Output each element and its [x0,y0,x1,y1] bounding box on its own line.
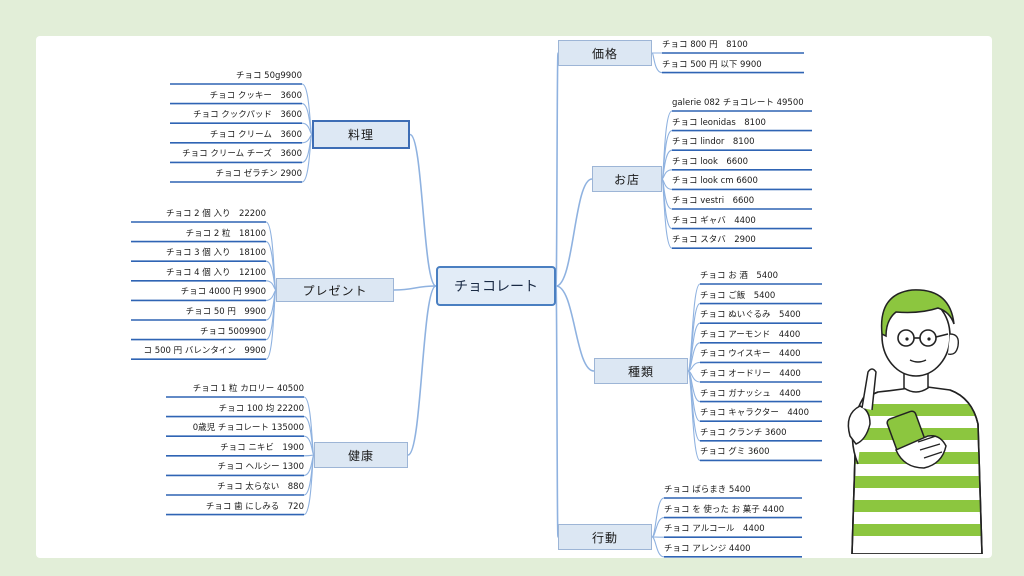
leaf-item[interactable]: チョコ 太らない 880 [217,482,304,492]
leaf-item[interactable]: チョコ クッキー 3600 [209,90,302,101]
connector-kenko [407,285,437,456]
branch-ryori[interactable]: 料理 [312,120,410,149]
leaf-item[interactable]: コ 500 円 バレンタイン 9900 [143,346,266,357]
leaf-item[interactable]: チョコ vestri 6600 [672,196,755,206]
branch-kodo[interactable]: 行動 [558,524,652,550]
mindmap-canvas: 料理 チョコ 50g9900 チョコ クッキー 3600 チョコ クックパッド 360… [36,36,992,558]
mindmap-connectors [131,52,822,558]
connector-omise [555,178,593,287]
leaf-item[interactable]: チョコ ご飯 5400 [700,290,776,301]
leaf-item[interactable]: チョコ ウイスキー 4400 [700,349,801,360]
leaf-item[interactable]: チョコ クリーム チーズ 3600 [182,149,302,160]
leaf-connector [301,133,313,183]
leaf-item[interactable]: チョコ 50 円 9900 [185,307,266,317]
branch-shurui[interactable]: 種類 [594,358,688,384]
leaf-item[interactable]: チョコ look cm 6600 [672,176,758,187]
leaf-item[interactable]: チョコ 50g9900 [235,71,302,81]
leaf-item[interactable]: galerie 082 チョコレート 49500 [672,98,804,108]
leaf-item[interactable]: チョコ 800 円 8100 [662,40,748,50]
leaf-item[interactable]: チョコ 5009900 [199,326,266,337]
leaf-item[interactable]: チョコ lindor 8100 [672,137,755,148]
leaf-item[interactable]: チョコ ギャバ 4400 [672,215,756,226]
leaf-item[interactable]: チョコ クックパッド 3600 [193,110,302,121]
connector-kakaku [555,52,559,287]
leaf-item[interactable]: チョコ 2 粒 18100 [185,228,266,239]
leaf-item[interactable]: チョコ 4000 円 9900 [180,287,266,298]
leaf-item[interactable]: チョコ 500 円 以下 9900 [662,59,762,70]
branch-kenko[interactable]: 健康 [314,442,408,468]
leaf-item[interactable]: チョコ オードリー 4400 [700,369,801,379]
leaf-item[interactable]: チョコ 4 個 入り 12100 [165,267,266,278]
leaf-item[interactable]: チョコ leonidas 8100 [672,117,766,128]
branch-omise[interactable]: お店 [592,166,662,192]
leaf-connector [303,454,315,516]
leaf-connector [303,435,315,456]
person-illustration [847,289,983,554]
leaf-item[interactable]: チョコ ばらまき 5400 [664,485,751,495]
leaf-item[interactable]: チョコ ガナッシュ 4400 [700,388,801,399]
connector-present [393,285,437,291]
leaf-connector [687,322,701,372]
leaf-item[interactable]: チョコ アーモンド 4400 [700,329,801,340]
leaf-item[interactable]: チョコ グミ 3600 [700,447,770,458]
connector-kodo [555,285,559,538]
leaf-item[interactable]: チョコ ヘルシー 1300 [217,462,304,473]
leaf-item[interactable]: チョコ アレンジ 4400 [664,543,751,554]
leaf-item[interactable]: チョコ を 使った お 菓子 4400 [664,504,785,515]
connector-ryori [409,133,437,287]
leaf-item[interactable]: チョコ 1 粒 カロリー 40500 [192,384,304,394]
leaf-item[interactable]: チョコ 歯 にしみる 720 [205,501,304,512]
leaf-item[interactable]: チョコ ぬいぐるみ 5400 [700,310,801,321]
leaf-connector [651,536,665,558]
central-topic[interactable]: チョコレート [436,266,556,306]
leaf-connector [651,517,665,538]
connector-shurui [555,285,595,372]
leaf-item[interactable]: チョコ look 6600 [672,156,749,167]
leaf-connector [651,52,663,74]
leaf-connector [265,289,277,360]
hair [880,289,955,338]
leaf-connector [303,454,315,457]
leaf-connector [687,370,701,461]
leaf-item[interactable]: チョコ お 酒 5400 [700,271,779,281]
leaf-item[interactable]: チョコ キャラクター 4400 [700,408,809,419]
leaf-item[interactable]: チョコ クランチ 3600 [700,427,787,438]
leaf-item[interactable]: チョコ 2 個 入り 22200 [165,209,266,219]
leaf-item[interactable]: チョコ 3 個 入り 18100 [165,248,266,259]
leaf-item[interactable]: チョコ アルコール 4400 [664,524,765,535]
leaf-item[interactable]: チョコ クリーム 3600 [209,129,302,140]
leaf-item[interactable]: チョコ ニキビ 1900 [220,442,304,453]
leaf-connector [661,178,673,249]
leaf-item[interactable]: チョコ スタバ 2900 [672,235,756,246]
leaf-item[interactable]: チョコ 100 均 22200 [218,403,304,414]
leaf-connector [687,342,701,372]
leaf-item[interactable]: 0歳児 チョコレート 135000 [192,423,304,434]
leaf-item[interactable]: チョコ ゼラチン 2900 [215,169,302,179]
branch-present[interactable]: プレゼント [276,278,394,302]
branch-kakaku[interactable]: 価格 [558,40,652,66]
glasses [897,329,949,347]
